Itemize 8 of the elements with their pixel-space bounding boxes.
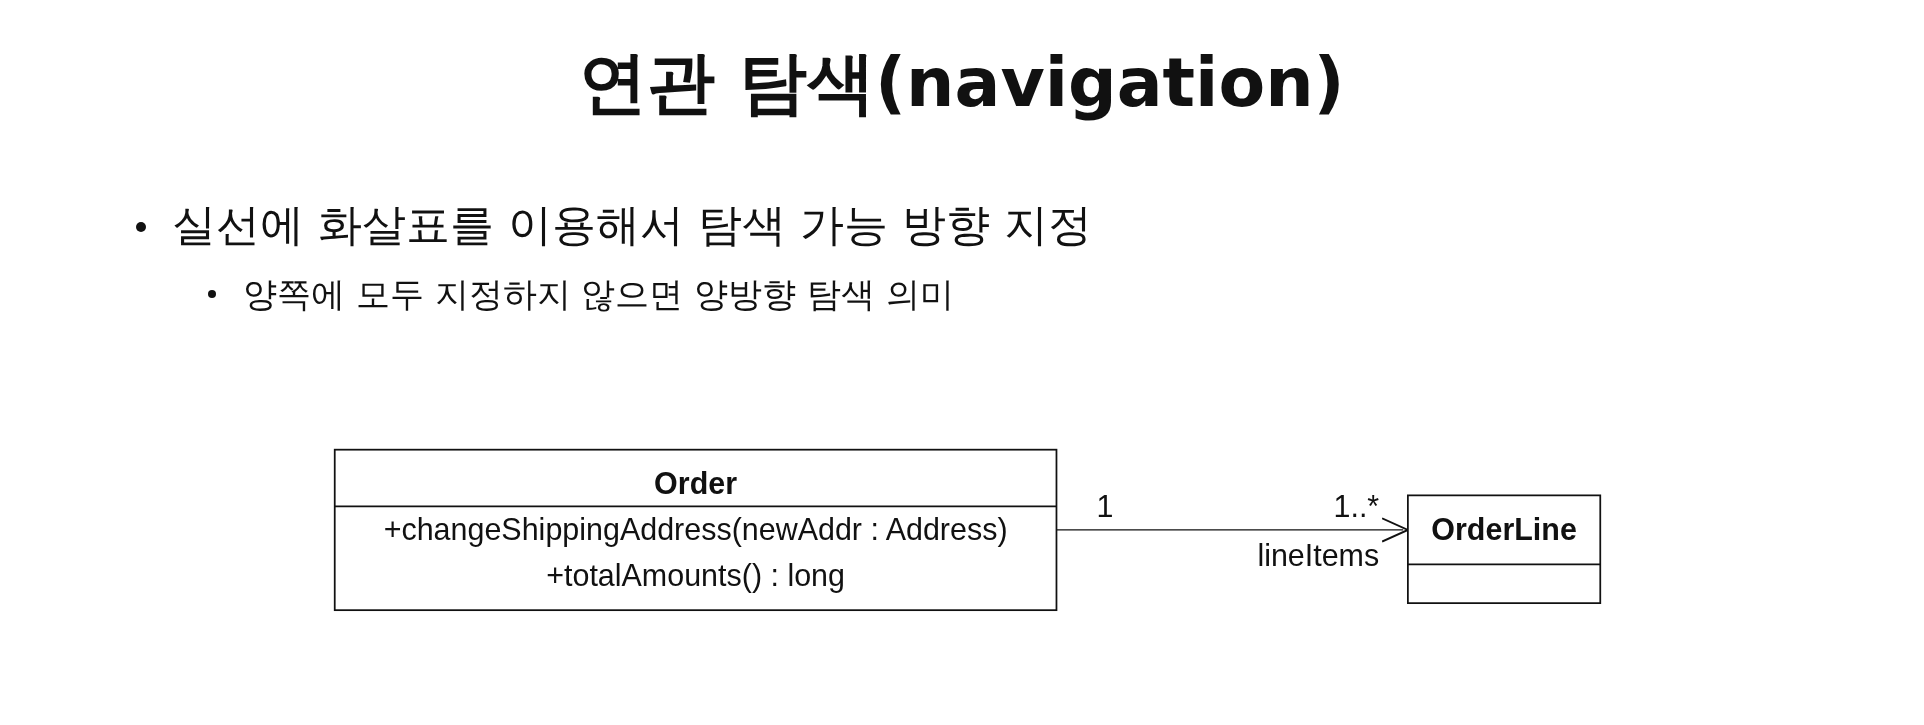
multiplicity-label: 1: [1096, 488, 1114, 524]
role-name-label: lineItems: [1257, 537, 1380, 573]
multiplicity-label: 1..*: [1333, 488, 1380, 524]
title: 연관 탐색(navigation): [579, 42, 1345, 124]
bullet-text: 양쪽에 모두 지정하지 않으면 양방향 탐색 의미: [243, 274, 954, 315]
class-box: OrderLine: [1407, 494, 1602, 604]
bullet-text: 실선에 화살표를 이용해서 탐색 가능 방향 지정: [172, 199, 1092, 252]
class-box: Order +changeShippingAddress(newAddr : Address) +totalAmounts() : long: [333, 448, 1058, 612]
